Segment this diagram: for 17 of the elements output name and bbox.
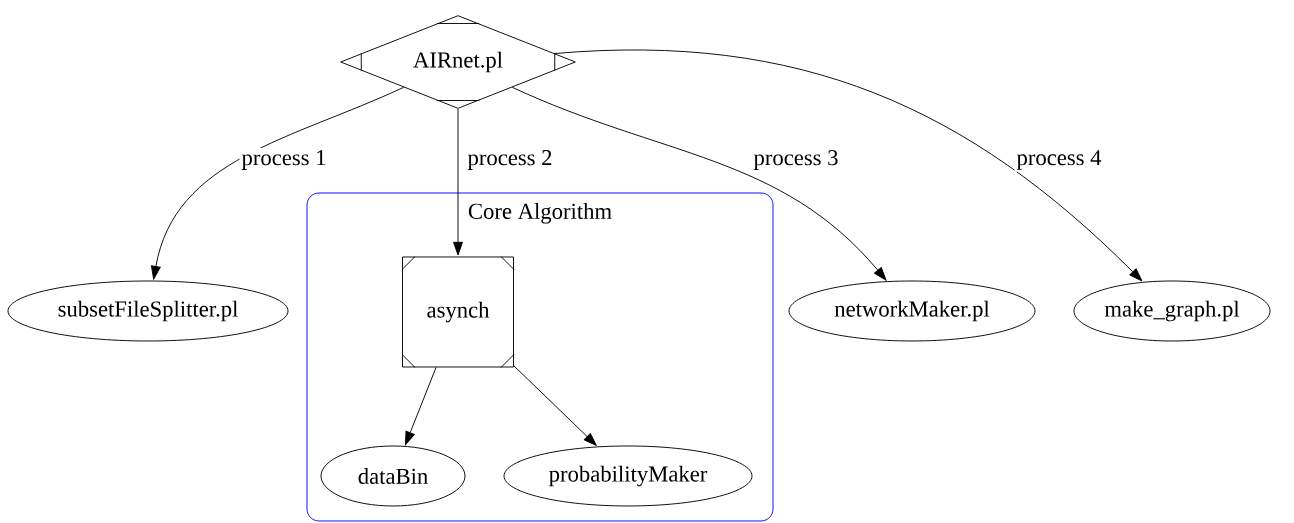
ellipse-node: subsetFileSplitter.pl: [7, 280, 289, 342]
edge-label: process 1: [239, 148, 329, 172]
ellipse-node: dataBin: [320, 445, 466, 507]
arrow: [453, 108, 463, 256]
ellipse-node: make_graph.pl: [1073, 280, 1271, 342]
arrow: [150, 86, 405, 280]
diamond-node: AIRnet.pl: [340, 15, 576, 109]
arrow: [554, 49, 1143, 282]
square-node: asynch: [401, 256, 515, 368]
ellipse-node: networkMaker.pl: [788, 280, 1036, 342]
arrow: [405, 367, 437, 446]
edge-label: process 3: [751, 148, 841, 172]
arrow: [511, 86, 887, 281]
ellipse-node: probabilityMaker: [503, 445, 753, 507]
edge-label: process 4: [1014, 148, 1104, 172]
arrow: [513, 365, 597, 446]
edge-label: process 2: [465, 148, 555, 172]
